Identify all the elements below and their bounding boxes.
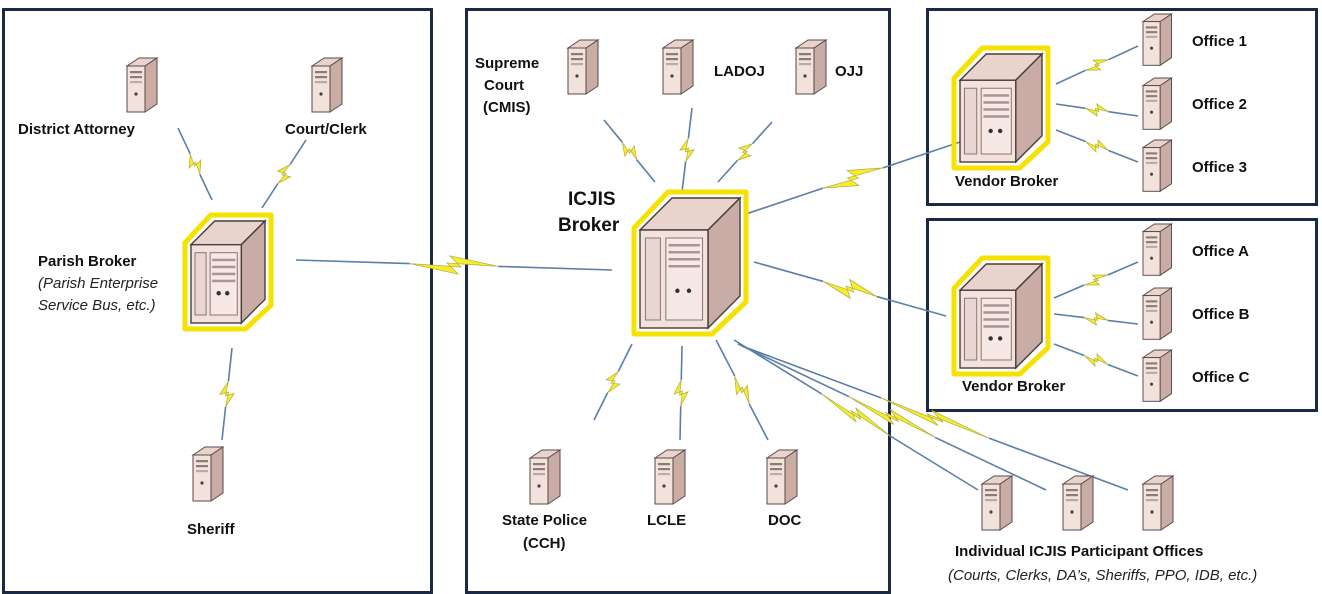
court-clerk-server-icon xyxy=(310,57,344,113)
district-attorney-server-icon xyxy=(125,57,159,113)
ladoj-server-icon xyxy=(661,39,695,95)
link-clerk-parish xyxy=(261,139,307,209)
office-3-label: Office 3 xyxy=(1192,159,1248,176)
link-ladoj-icjis xyxy=(678,107,696,193)
office-2-label: Office 2 xyxy=(1192,96,1248,113)
link-icjis-participant-2 xyxy=(737,343,1047,491)
link-icjis-vendor-top xyxy=(745,141,961,215)
vendor-broker-top-server-icon xyxy=(951,45,1051,171)
link-vtop-office3 xyxy=(1055,129,1139,163)
link-vtop-office1 xyxy=(1055,45,1139,85)
office-a-server-icon xyxy=(1141,223,1174,277)
icjis-broker-label-line2: Broker xyxy=(558,215,620,236)
link-icjis-vendor-bottom xyxy=(753,261,947,317)
supreme-court-label-line1: Supreme xyxy=(475,55,540,72)
lcle-label: LCLE xyxy=(647,512,687,529)
district-attorney-label: District Attorney xyxy=(18,121,135,138)
state-police-label-line2: (CCH) xyxy=(523,535,566,552)
supreme-court-label-line3: (CMIS) xyxy=(483,99,531,116)
office-1-label: Office 1 xyxy=(1192,33,1248,50)
court-clerk-label: Court/Clerk xyxy=(285,121,367,138)
participant-office-3-server-icon xyxy=(1141,475,1175,531)
icjis-broker-server-icon xyxy=(631,189,749,337)
office-c-server-icon xyxy=(1141,349,1174,403)
participant-office-2-server-icon xyxy=(1061,475,1095,531)
office-c-label: Office C xyxy=(1192,369,1250,386)
parish-broker-note-line1: (Parish Enterprise xyxy=(38,275,159,292)
participant-office-1-server-icon xyxy=(980,475,1014,531)
participants-subtitle: (Courts, Clerks, DA’s, Sheriffs, PPO, ID… xyxy=(948,567,1258,584)
state-police-label-line1: State Police xyxy=(502,512,588,529)
link-da-parish xyxy=(177,127,213,201)
link-icjis-statepolice xyxy=(593,343,633,421)
link-icjis-doc xyxy=(715,339,769,441)
icjis-broker-label-line1: ICJIS xyxy=(568,189,616,210)
state-police-server-icon xyxy=(528,449,562,505)
ojj-label: OJJ xyxy=(835,63,864,80)
link-ojj-icjis xyxy=(717,121,773,183)
doc-label: DOC xyxy=(768,512,802,529)
office-2-server-icon xyxy=(1141,77,1174,131)
vendor-broker-bottom-server-icon xyxy=(951,255,1051,377)
vendor-broker-bottom-label: Vendor Broker xyxy=(962,378,1066,395)
ladoj-label: LADOJ xyxy=(714,63,765,80)
link-vtop-office2 xyxy=(1055,102,1139,118)
link-parish-icjis xyxy=(295,255,613,275)
parish-broker-label: Parish Broker xyxy=(38,253,137,270)
office-3-server-icon xyxy=(1141,139,1174,193)
link-icjis-lcle xyxy=(673,345,689,441)
office-a-label: Office A xyxy=(1192,243,1249,260)
participants-title: Individual ICJIS Participant Offices xyxy=(955,543,1204,560)
lcle-server-icon xyxy=(653,449,687,505)
vendor-broker-top-label: Vendor Broker xyxy=(955,173,1059,190)
sheriff-server-icon xyxy=(191,446,225,502)
office-1-server-icon xyxy=(1141,13,1174,67)
ojj-server-icon xyxy=(794,39,828,95)
link-icjis-participant-3 xyxy=(741,345,1129,491)
link-vbot-officeA xyxy=(1053,261,1139,299)
supreme-court-server-icon xyxy=(566,39,600,95)
parish-broker-server-icon xyxy=(182,212,274,332)
office-b-server-icon xyxy=(1141,287,1174,341)
sheriff-label: Sheriff xyxy=(187,521,235,538)
supreme-court-label-line2: Court xyxy=(484,77,524,94)
office-b-label: Office B xyxy=(1192,306,1250,323)
link-supreme-icjis xyxy=(603,119,656,183)
link-parish-sheriff xyxy=(219,347,235,441)
parish-broker-note-line2: Service Bus, etc.) xyxy=(38,297,156,314)
link-vbot-officeC xyxy=(1053,343,1139,377)
doc-server-icon xyxy=(765,449,799,505)
link-vbot-officeB xyxy=(1053,312,1139,326)
